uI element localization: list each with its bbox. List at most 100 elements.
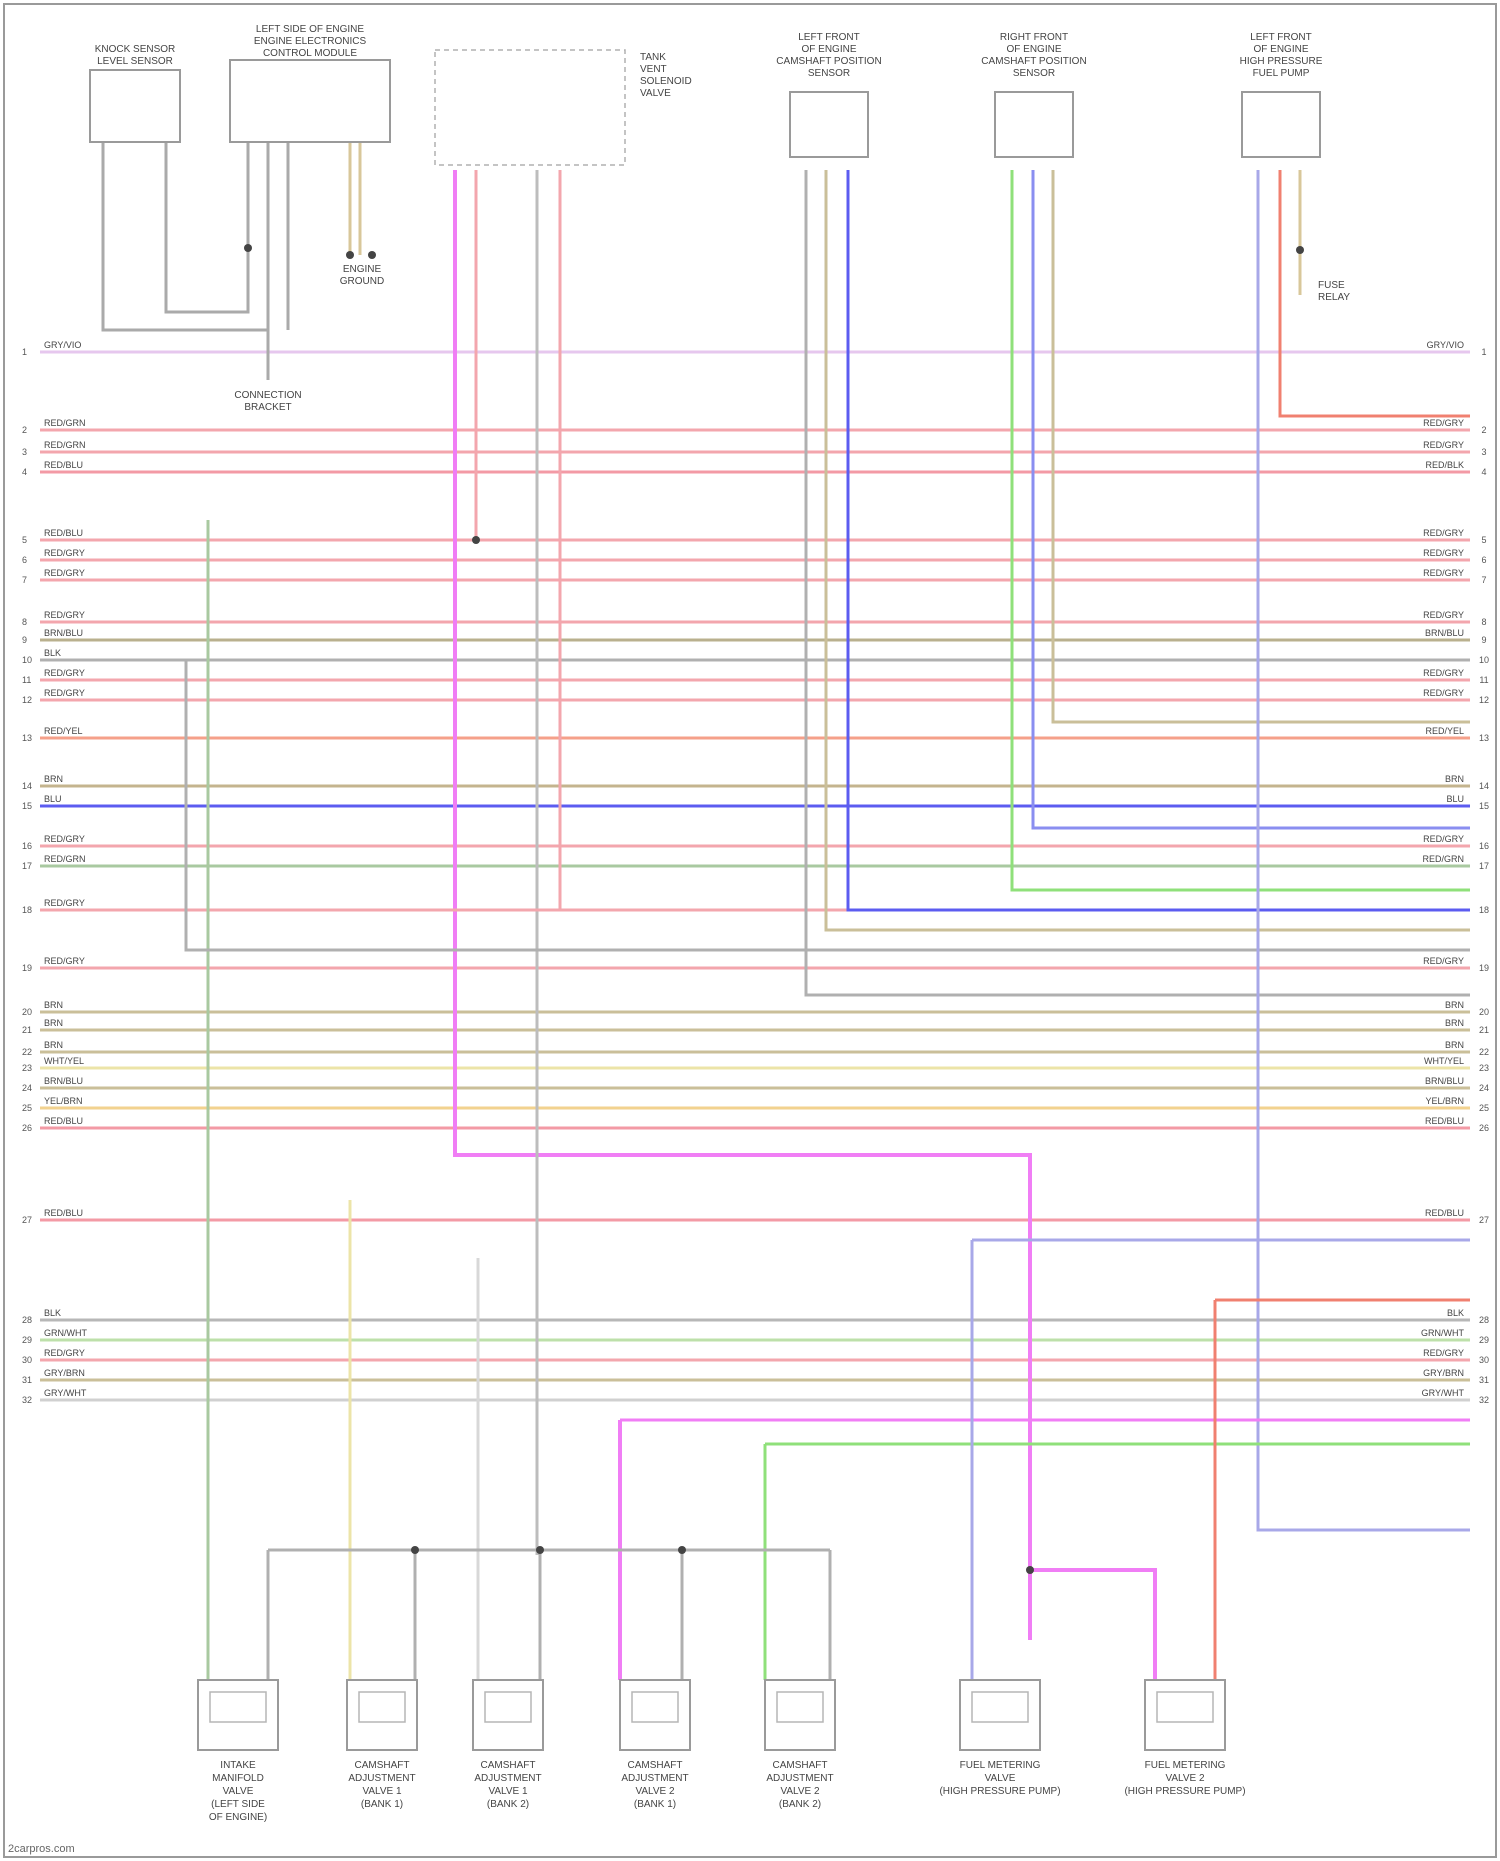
pin-number-right: 27	[1479, 1215, 1489, 1225]
wire-color-label-left: BLK	[44, 1308, 61, 1318]
label-line: CAMSHAFT POSITION	[776, 56, 881, 67]
wire-color-label-left: RED/BLU	[44, 1208, 83, 1218]
watermark: 2carpros.com	[8, 1843, 75, 1855]
wire-rcam-2	[1033, 170, 1470, 828]
pin-number-left: 25	[22, 1103, 32, 1113]
wire-color-label-right: BLK	[1447, 1308, 1464, 1318]
label-line: LEFT FRONT	[798, 32, 859, 43]
pin-number-left: 14	[22, 781, 32, 791]
wire-color-label-right: RED/GRY	[1423, 688, 1464, 698]
wire-color-label-right: RED/GRY	[1423, 610, 1464, 620]
note-ecm-ground-label: ENGINEGROUND	[340, 264, 384, 287]
wire-lcam-1	[806, 170, 1470, 995]
pin-number-left: 1	[22, 347, 27, 357]
wire-color-label-right: GRY/VIO	[1427, 340, 1464, 350]
wire-color-label-left: YEL/BRN	[44, 1096, 83, 1106]
label-line: ENGINE	[343, 264, 382, 275]
fuel-metering-2-label: FUEL METERING	[1145, 1760, 1226, 1771]
wire-color-label-right: RED/GRY	[1423, 1348, 1464, 1358]
pin-number-left: 7	[22, 575, 27, 585]
label-line: SENSOR	[1013, 68, 1055, 79]
pin-number-left: 31	[22, 1375, 32, 1385]
pin-number-left: 9	[22, 635, 27, 645]
wire-color-label-right: BRN	[1445, 1000, 1464, 1010]
wire-color-label-left: WHT/YEL	[44, 1056, 84, 1066]
pin-number-right: 11	[1479, 675, 1488, 685]
pin-number-left: 27	[22, 1215, 32, 1225]
wire-color-label-right: RED/BLU	[1425, 1116, 1464, 1126]
label-line: KNOCK SENSOR	[95, 44, 176, 55]
wire-color-label-left: BRN/BLU	[44, 628, 83, 638]
wire-color-label-left: GRY/BRN	[44, 1368, 85, 1378]
wire-color-label-left: GRN/WHT	[44, 1328, 87, 1338]
camshaft-adj-3-box	[620, 1680, 690, 1750]
intake-manifold-valve-label: MANIFOLD	[212, 1773, 264, 1784]
wire-color-label-right: BRN	[1445, 774, 1464, 784]
splice-dot	[346, 251, 354, 259]
wire-ecm-pair	[350, 140, 360, 255]
pin-number-left: 16	[22, 841, 32, 851]
pin-number-left: 23	[22, 1063, 32, 1073]
wire-color-label-left: BRN/BLU	[44, 1076, 83, 1086]
wire-color-label-right: BLU	[1446, 794, 1464, 804]
splice-dot	[1026, 1566, 1034, 1574]
splice-dot	[244, 244, 252, 252]
intake-manifold-valve-label: (LEFT SIDE	[211, 1799, 265, 1810]
pin-number-right: 21	[1479, 1025, 1489, 1035]
pin-number-right: 4	[1481, 467, 1486, 477]
wire-color-label-left: RED/BLU	[44, 1116, 83, 1126]
wire-color-label-right: RED/GRY	[1423, 568, 1464, 578]
pin-number-right: 23	[1479, 1063, 1489, 1073]
wire-color-label-left: RED/GRY	[44, 834, 85, 844]
camshaft-adj-4-label: VALVE 2	[780, 1786, 820, 1797]
wire-color-label-left: RED/GRY	[44, 898, 85, 908]
label-line: FUEL PUMP	[1253, 68, 1310, 79]
camshaft-adj-3-label: CAMSHAFT	[628, 1760, 683, 1771]
wire-color-label-left: RED/GRY	[44, 568, 85, 578]
camshaft-adj-1-label: VALVE 1	[362, 1786, 402, 1797]
label-line: LEFT SIDE OF ENGINE	[256, 24, 364, 35]
wire-color-label-right: RED/GRY	[1423, 528, 1464, 538]
wire-color-label-left: RED/GRY	[44, 956, 85, 966]
intake-manifold-valve-label: INTAKE	[220, 1760, 256, 1771]
wire-pump-2	[1280, 170, 1470, 416]
fuel-pump-label: LEFT FRONTOF ENGINEHIGH PRESSUREFUEL PUM…	[1240, 32, 1323, 79]
pin-number-right: 10	[1479, 655, 1489, 665]
wire-color-label-right: RED/GRY	[1423, 834, 1464, 844]
label-line: OF ENGINE	[801, 44, 856, 55]
splice-dot	[472, 536, 480, 544]
pin-number-right: 15	[1479, 801, 1489, 811]
pin-number-right: 19	[1479, 963, 1489, 973]
wire-color-label-right: YEL/BRN	[1425, 1096, 1464, 1106]
wire-color-label-left: RED/GRY	[44, 610, 85, 620]
label-line: CAMSHAFT POSITION	[981, 56, 1086, 67]
wire-color-label-right: RED/GRY	[1423, 956, 1464, 966]
wire-color-label-left: RED/GRN	[44, 418, 86, 428]
pin-number-right: 20	[1479, 1007, 1489, 1017]
pin-number-left: 22	[22, 1047, 32, 1057]
label-line: OF ENGINE	[1006, 44, 1061, 55]
pin-number-right: 13	[1479, 733, 1489, 743]
pin-number-left: 8	[22, 617, 27, 627]
camshaft-adj-4-box	[765, 1680, 835, 1750]
wire-color-label-right: BRN/BLU	[1425, 1076, 1464, 1086]
label-line: SENSOR	[808, 68, 850, 79]
splice-dot	[536, 1546, 544, 1554]
pin-number-right: 6	[1481, 555, 1486, 565]
pin-number-left: 5	[22, 535, 27, 545]
fuel-metering-1-label: FUEL METERING	[960, 1760, 1041, 1771]
camshaft-adj-3-label: (BANK 1)	[634, 1799, 676, 1810]
pin-number-right: 22	[1479, 1047, 1489, 1057]
wire-color-label-right: BRN	[1445, 1018, 1464, 1028]
wire-color-label-right: RED/YEL	[1425, 726, 1464, 736]
pin-number-right: 14	[1479, 781, 1489, 791]
camshaft-adj-2-label: VALVE 1	[488, 1786, 528, 1797]
wire-rcam-1	[1012, 170, 1470, 890]
fuel-metering-1-label: (HIGH PRESSURE PUMP)	[939, 1786, 1060, 1797]
fuel-pump-box	[1242, 92, 1320, 157]
camshaft-adj-1-label: CAMSHAFT	[355, 1760, 410, 1771]
label-line: RELAY	[1318, 292, 1350, 303]
